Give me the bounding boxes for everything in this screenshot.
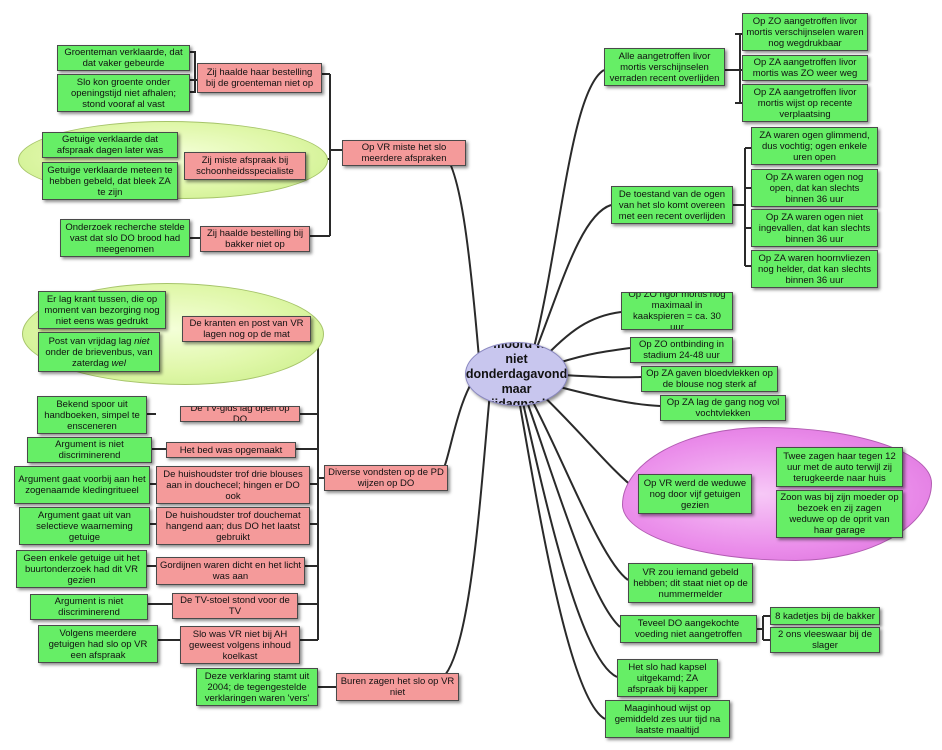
topic-missed-appointments[interactable]: Op VR miste het slo meerdere afspraken [342, 140, 466, 166]
note-eyes-3[interactable]: Op ZA waren ogen niet ingevallen, dat ka… [751, 209, 878, 247]
note-eyes-1[interactable]: ZA waren ogen glimmend, dus vochtig; oge… [751, 127, 878, 165]
topic-hairstyle[interactable]: Het slo had kapsel uitgekamd; ZA afspraa… [617, 659, 718, 697]
note-groceries-2[interactable]: Slo kon groente onder openingstijd niet … [57, 74, 190, 112]
post-note-emphasis: niet [134, 335, 150, 347]
finding-curtains[interactable]: Gordijnen waren dicht en het licht was a… [156, 557, 305, 585]
topic-livor-mortis[interactable]: Alle aangetroffen livor mortis verschijn… [604, 48, 725, 86]
topic-rigor-mortis[interactable]: Op ZO rigor mortis nog maximaal in kaaks… [621, 292, 733, 330]
note-groceries-1[interactable]: Groenteman verklaarde, dat dat vaker geb… [57, 45, 190, 71]
topic-phone-call[interactable]: VR zou iemand gebeld hebben; dit staat n… [628, 563, 753, 603]
note-bakery-1[interactable]: Onderzoek recherche stelde vast dat slo … [60, 219, 190, 257]
note-tv-guide[interactable]: Bekend spoor uit handboeken, simpel te e… [37, 396, 147, 434]
subtopic-bakery[interactable]: Zij haalde bestelling bij bakker niet op [200, 226, 310, 252]
note-bathmat[interactable]: Argument gaat uit van selectieve waarnem… [19, 507, 150, 545]
note-beauty-2[interactable]: Getuige verklaarde meteen te hebben gebe… [42, 162, 178, 200]
note-curtains[interactable]: Geen enkele getuige uit het buurtonderzo… [16, 550, 147, 588]
finding-supermarket[interactable]: Slo was VR niet bij AH geweest volgens i… [180, 626, 300, 664]
note-neighbours[interactable]: Deze verklaring stamt uit 2004; de tegen… [196, 668, 318, 706]
post-note-emphasis: wel [111, 357, 126, 369]
note-supermarket[interactable]: Volgens meerdere getuigen had slo op VR … [38, 625, 158, 663]
note-eyes-2[interactable]: Op ZA waren ogen nog open, dat kan slech… [751, 169, 878, 207]
note-eyes-4[interactable]: Op ZA waren hoornvliezen nog helder, dat… [751, 250, 878, 288]
note-bed[interactable]: Argument is niet discriminerend [27, 437, 152, 463]
topic-stomach-contents[interactable]: Maaginhoud wijst op gemiddeld zes uur ti… [605, 700, 730, 738]
central-topic[interactable]: De moord was niet donderdagavond maar vr… [465, 342, 568, 406]
note-newspapers-2[interactable]: Post van vrijdag lag niet onder de briev… [38, 332, 160, 372]
topic-findings[interactable]: Diverse vondsten op de PD wijzen op DO [324, 465, 448, 491]
note-livor-2[interactable]: Op ZA aangetroffen livor mortis was ZO w… [742, 55, 868, 81]
note-food-2[interactable]: 2 ons vleeswaar bij de slager [770, 627, 880, 653]
topic-widow[interactable]: Op VR werd de weduwe nog door vijf getui… [638, 474, 752, 514]
finding-bed[interactable]: Het bed was opgemaakt [166, 442, 296, 458]
note-widow-2[interactable]: Zoon was bij zijn moeder op bezoek en zi… [776, 490, 903, 538]
note-livor-1[interactable]: Op ZO aangetroffen livor mortis verschij… [742, 13, 868, 51]
finding-tv-guide[interactable]: De TV-gids lag open op DO [180, 406, 300, 422]
subtopic-groceries[interactable]: Zij haalde haar bestelling bij de groent… [197, 63, 322, 93]
note-beauty-1[interactable]: Getuige verklaarde dat afspraak dagen la… [42, 132, 178, 158]
note-widow-1[interactable]: Twee zagen haar tegen 12 uur met de auto… [776, 447, 903, 487]
finding-newspapers[interactable]: De kranten en post van VR lagen nog op d… [182, 316, 311, 342]
topic-decomposition[interactable]: Op ZO ontbinding in stadium 24-48 uur [630, 337, 733, 363]
topic-neighbours[interactable]: Buren zagen het slo op VR niet [336, 673, 459, 701]
topic-bloodstains[interactable]: Op ZA gaven bloedvlekken op de blouse no… [641, 366, 778, 392]
post-note-text: Post van vrijdag lag [48, 335, 135, 347]
note-blouses[interactable]: Argument gaat voorbij aan het zogenaamde… [14, 466, 150, 504]
note-livor-3[interactable]: Op ZA aangetroffen livor mortis wijst op… [742, 84, 868, 122]
note-newspapers-1[interactable]: Er lag krant tussen, die op moment van b… [38, 291, 166, 329]
finding-blouses[interactable]: De huishoudster trof drie blouses aan in… [156, 466, 310, 504]
subtopic-beauty[interactable]: Zij miste afspraak bij schoonheidsspecia… [184, 152, 306, 180]
post-note-text: onder de brievenbus, van zaterdag [45, 346, 153, 369]
finding-tv-chair[interactable]: De TV-stoel stond voor de TV [172, 593, 298, 619]
finding-bathmat[interactable]: De huishoudster trof douchemat hangend a… [156, 507, 310, 545]
note-food-1[interactable]: 8 kadetjes bij de bakker [770, 607, 880, 625]
note-tv-chair[interactable]: Argument is niet discriminerend [30, 594, 148, 620]
topic-moisture-stains[interactable]: Op ZA lag de gang nog vol vochtvlekken [660, 395, 786, 421]
topic-eyes[interactable]: De toestand van de ogen van het slo komt… [611, 186, 733, 224]
topic-food[interactable]: Teveel DO aangekochte voeding niet aange… [620, 615, 757, 643]
